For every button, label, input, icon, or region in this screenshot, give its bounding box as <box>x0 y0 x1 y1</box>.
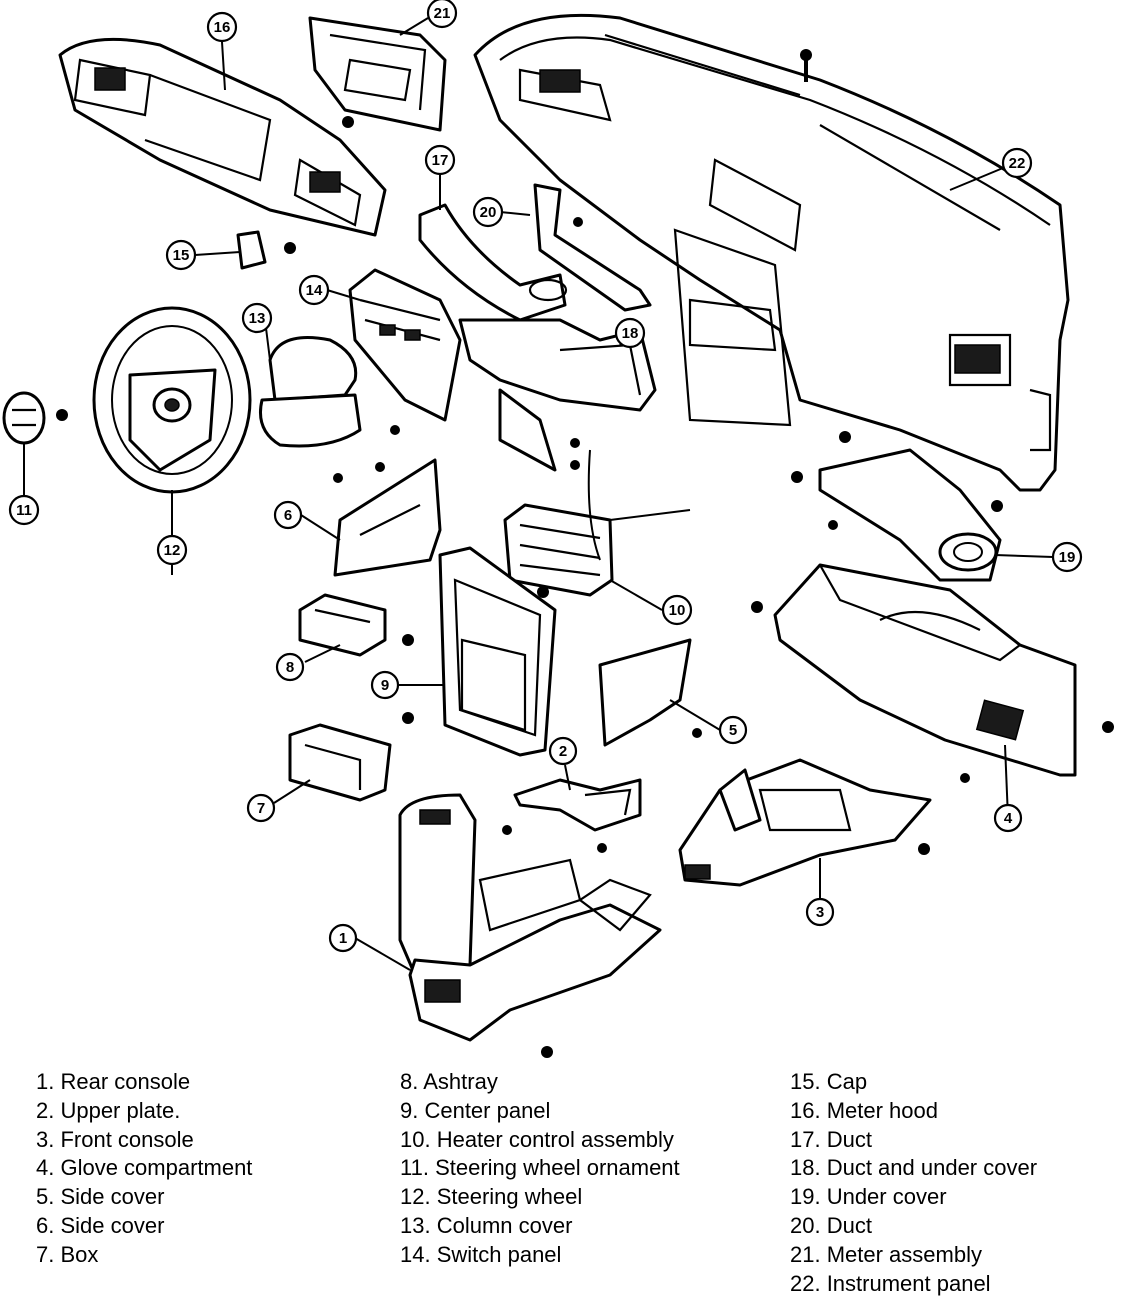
svg-text:13: 13 <box>249 310 266 327</box>
callout-9: 9 <box>370 670 400 700</box>
legend-column-2: 8. Ashtray 9. Center panel 10. Heater co… <box>400 1068 680 1270</box>
ashtray-part <box>298 593 387 657</box>
legend-item: 14. Switch panel <box>400 1241 562 1267</box>
legend-item: 4. Glove compartment <box>36 1155 253 1181</box>
legend-item: 6. Side cover <box>36 1212 165 1238</box>
instrument-panel-part <box>473 13 1070 492</box>
callout-16: 16 <box>206 11 238 43</box>
legend-item: 15. Cap <box>790 1069 868 1094</box>
svg-text:5: 5 <box>729 722 737 739</box>
legend-item: 10. Heater control assembly <box>400 1126 674 1152</box>
callout-13: 13 <box>241 302 273 334</box>
callout-18: 18 <box>614 317 646 349</box>
callout-6: 6 <box>273 500 303 530</box>
dashboard-exploded-view: 1 2 3 4 5 6 7 8 9 10 11 12 13 14 15 16 1… <box>2 0 1114 1058</box>
callout-21: 21 <box>426 0 458 29</box>
svg-text:6: 6 <box>284 507 292 524</box>
callout-12: 12 <box>156 534 188 566</box>
svg-text:15: 15 <box>173 247 190 264</box>
legend-item: 22. Instrument panel <box>790 1270 991 1296</box>
svg-text:16: 16 <box>214 19 231 36</box>
svg-text:2: 2 <box>559 743 567 760</box>
svg-text:3: 3 <box>816 904 824 921</box>
box-part <box>288 723 392 802</box>
svg-text:17: 17 <box>432 152 449 169</box>
callout-22: 22 <box>1001 147 1033 179</box>
legend-item: 18. Duct and under cover <box>790 1155 1038 1181</box>
callout-11: 11 <box>8 494 40 526</box>
svg-text:14: 14 <box>306 282 323 299</box>
legend-item: 8. Ashtray <box>400 1069 498 1094</box>
duct-under-cover-part <box>458 318 657 472</box>
callout-20: 20 <box>472 196 504 228</box>
svg-text:9: 9 <box>381 677 389 694</box>
cap-part <box>236 230 267 270</box>
fasteners <box>56 49 1114 1058</box>
svg-text:20: 20 <box>480 204 497 221</box>
parts-legend: 1. Rear console 2. Upper plate. 3. Front… <box>0 1068 1136 1300</box>
switch-panel-part <box>348 268 462 422</box>
legend-item: 5. Side cover <box>36 1184 165 1210</box>
svg-text:19: 19 <box>1059 549 1076 566</box>
callout-8: 8 <box>275 652 305 682</box>
svg-text:1: 1 <box>339 930 347 947</box>
callout-7: 7 <box>246 793 276 823</box>
legend-item: 21. Meter assembly <box>790 1241 982 1267</box>
svg-text:8: 8 <box>286 659 294 676</box>
callout-1: 1 <box>328 923 358 953</box>
front-console-part <box>678 758 932 887</box>
svg-text:18: 18 <box>622 325 639 342</box>
side-cover-6-part <box>333 458 442 577</box>
callout-5: 5 <box>718 715 748 745</box>
legend-item: 3. Front console <box>36 1126 194 1152</box>
svg-text:12: 12 <box>164 542 181 559</box>
legend-item: 2. Upper plate. <box>36 1097 181 1123</box>
callout-3: 3 <box>805 897 835 927</box>
svg-text:4: 4 <box>1004 810 1013 827</box>
legend-item: 19. Under cover <box>790 1184 947 1210</box>
duct-17-part <box>418 203 568 322</box>
heater-control-part <box>503 449 691 597</box>
duct-20-part <box>533 183 652 312</box>
legend-item: 17. Duct <box>790 1126 872 1152</box>
meter-hood-part <box>58 37 387 237</box>
rear-console-part <box>398 793 662 1042</box>
upper-plate-part <box>513 778 642 832</box>
center-panel-part <box>438 546 557 757</box>
legend-item: 7. Box <box>36 1241 99 1267</box>
legend-item: 20. Duct <box>790 1212 872 1238</box>
callout-17: 17 <box>424 144 456 176</box>
legend-column-3: 15. Cap 16. Meter hood 17. Duct 18. Duct… <box>790 1068 1037 1298</box>
svg-text:11: 11 <box>16 502 32 519</box>
legend-item: 11. Steering wheel ornament <box>400 1155 680 1181</box>
legend-item: 1. Rear console <box>36 1069 191 1094</box>
callout-14: 14 <box>298 274 330 306</box>
legend-item: 13. Column cover <box>400 1212 573 1238</box>
callout-19: 19 <box>1051 541 1083 573</box>
svg-text:22: 22 <box>1009 155 1026 172</box>
svg-text:21: 21 <box>434 5 451 22</box>
steering-wheel-part <box>92 306 252 494</box>
meter-assembly-part <box>308 16 447 132</box>
legend-item: 16. Meter hood <box>790 1097 938 1123</box>
legend-column-1: 1. Rear console 2. Upper plate. 3. Front… <box>36 1068 252 1270</box>
callout-15: 15 <box>165 239 197 271</box>
legend-item: 12. Steering wheel <box>400 1184 583 1210</box>
column-cover-part <box>259 336 362 448</box>
steering-wheel-ornament-part <box>2 391 46 445</box>
callout-10: 10 <box>661 594 693 626</box>
under-cover-19-part <box>818 448 1002 582</box>
callout-4: 4 <box>993 803 1023 833</box>
glove-compartment-part <box>773 563 1077 777</box>
svg-text:7: 7 <box>257 800 265 817</box>
side-cover-5-part <box>598 638 692 747</box>
svg-text:10: 10 <box>669 602 686 619</box>
legend-item: 9. Center panel <box>400 1097 551 1123</box>
callout-2: 2 <box>548 736 578 766</box>
